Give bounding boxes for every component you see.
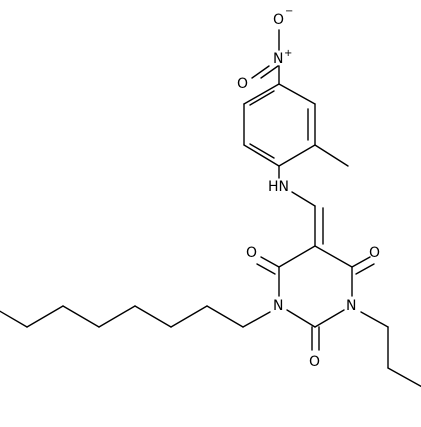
bond-lines — [0, 29, 421, 388]
o-c6-label: O — [369, 245, 380, 261]
nitro-o-top-charge: − — [285, 6, 293, 17]
nitro-o-top-label: O — [273, 12, 284, 28]
nitro-n-charge: + — [284, 48, 292, 59]
o-c2-label: O — [309, 354, 320, 370]
n1-label: N — [273, 298, 283, 314]
o-c4-label: O — [246, 245, 257, 261]
atom-labels: O − N + O HN O O N N O — [237, 6, 380, 370]
nh-label: HN — [268, 179, 289, 195]
nitro-o-left-label: O — [237, 76, 248, 92]
nitro-n-label: N — [273, 51, 283, 67]
n3-label: N — [346, 298, 356, 314]
